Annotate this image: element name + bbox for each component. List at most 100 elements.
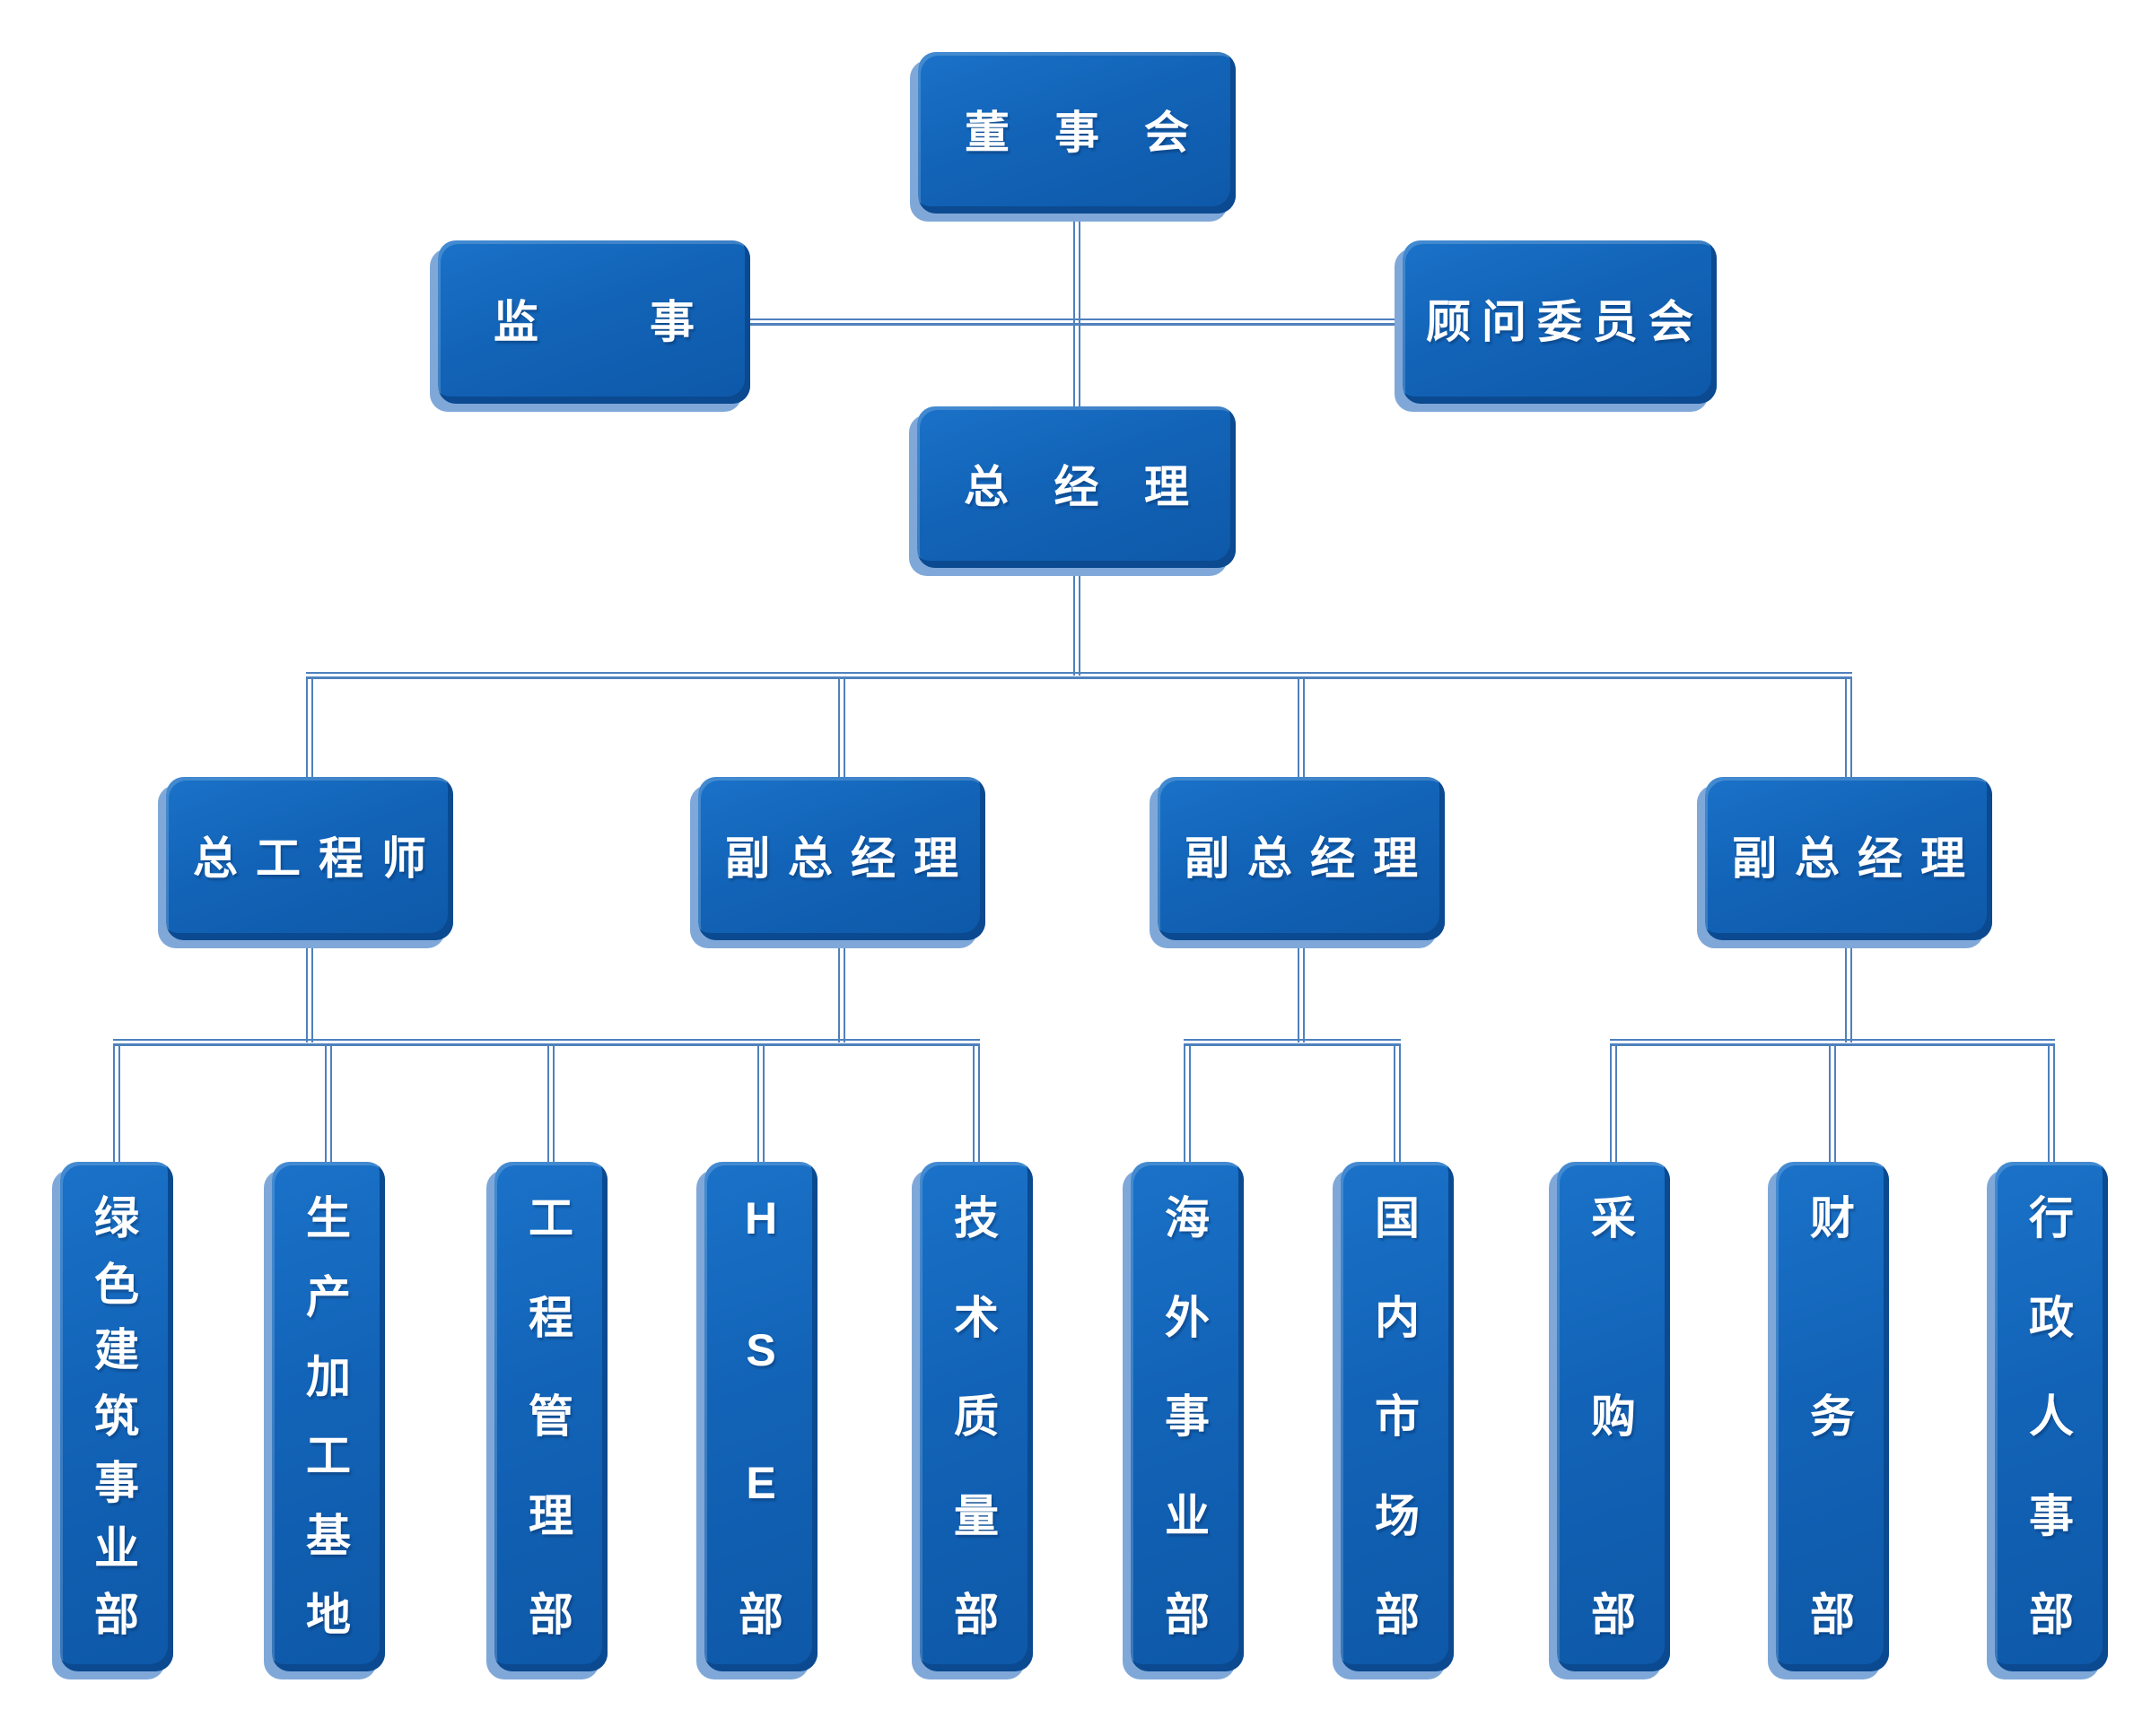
node-char: 地 — [306, 1589, 351, 1640]
drop-dept-green-building — [113, 1046, 120, 1162]
node-char: 管 — [529, 1391, 573, 1442]
node-char: 程 — [319, 833, 363, 884]
node-char: 总 — [788, 833, 833, 884]
node-dept-production-base: 生产加工基地 — [272, 1162, 385, 1671]
node-char: 副 — [1185, 833, 1229, 884]
node-char: 事 — [650, 297, 695, 347]
drop-dept-admin-hr — [2048, 1046, 2055, 1162]
node-char: 事 — [2029, 1490, 2074, 1541]
drop-deputy-gm-1 — [838, 679, 845, 777]
node-char: 总 — [1247, 833, 1292, 884]
node-char: 海 — [1165, 1193, 1210, 1243]
node-char: 采 — [1591, 1193, 1636, 1243]
drop-dept-tech-quality — [973, 1046, 980, 1162]
node-char: 事 — [94, 1457, 139, 1508]
right-dept-bus — [1610, 1039, 2055, 1046]
node-char: 监 — [494, 297, 538, 347]
left-dept-bus — [113, 1039, 980, 1046]
node-char: 理 — [1373, 833, 1418, 884]
node-char: 务 — [1810, 1391, 1855, 1442]
node-char: 总 — [193, 833, 238, 884]
node-char: 内 — [1375, 1292, 1420, 1343]
exec-bus — [306, 672, 1852, 679]
node-char: 部 — [954, 1590, 999, 1640]
node-char: 员 — [1593, 297, 1638, 347]
connector-gm-to-exec-bus — [1073, 568, 1080, 676]
node-char: 购 — [1591, 1391, 1636, 1442]
node-char: 委 — [1537, 297, 1582, 347]
node-char: 业 — [94, 1523, 139, 1575]
node-char: 业 — [1165, 1490, 1210, 1541]
node-char: 行 — [2029, 1193, 2074, 1243]
node-char: 总 — [1795, 833, 1840, 884]
node-chief-engineer: 总工程师 — [166, 777, 453, 940]
node-char: 部 — [1165, 1590, 1210, 1640]
node-char: H — [744, 1193, 778, 1243]
node-char: 政 — [2029, 1292, 2074, 1343]
node-char: 董 — [965, 108, 1010, 158]
node-char: 会 — [1144, 108, 1189, 158]
node-char: 人 — [2029, 1391, 2074, 1442]
drop-dept-production-base — [325, 1046, 332, 1162]
node-char: 质 — [954, 1391, 999, 1442]
node-char: 经 — [1858, 833, 1902, 884]
drop-deputy-gm-3 — [1845, 679, 1852, 777]
node-char: 财 — [1810, 1193, 1855, 1243]
drop-chief-engineer — [306, 679, 313, 777]
node-char: 部 — [1810, 1590, 1855, 1640]
node-char: 国 — [1375, 1193, 1420, 1243]
node-dept-overseas: 海外事业部 — [1131, 1162, 1244, 1671]
node-char: 事 — [1165, 1391, 1210, 1442]
connector-chief-engineer-to-bus — [306, 940, 313, 1042]
connector-deputy-gm-2-to-bus — [1298, 940, 1305, 1042]
node-char: 加 — [306, 1351, 351, 1402]
node-char: 理 — [1144, 462, 1189, 512]
node-char: 理 — [914, 833, 958, 884]
node-char: 会 — [1648, 297, 1693, 347]
node-char: 绿 — [94, 1193, 139, 1243]
drop-dept-domestic-market — [1394, 1046, 1401, 1162]
node-deputy-gm-1: 副总经理 — [698, 777, 985, 940]
drop-dept-hse — [757, 1046, 765, 1162]
node-char: 理 — [529, 1490, 573, 1541]
node-char: 场 — [1375, 1490, 1420, 1541]
node-general-manager: 总经理 — [917, 406, 1236, 568]
node-char: 量 — [954, 1490, 999, 1541]
node-char: 程 — [529, 1292, 573, 1343]
node-char: 经 — [851, 833, 896, 884]
drop-dept-procurement — [1610, 1046, 1617, 1162]
node-deputy-gm-3: 副总经理 — [1705, 777, 1992, 940]
drop-dept-finance — [1829, 1046, 1836, 1162]
node-char: 部 — [1591, 1590, 1636, 1640]
node-board: 董事会 — [918, 52, 1236, 214]
connector-supervisor-to-advisory — [750, 318, 1403, 326]
node-char: 产 — [306, 1272, 351, 1323]
node-char: 经 — [1054, 462, 1099, 512]
node-char: 师 — [381, 833, 426, 884]
node-dept-green-building: 绿色建筑事业部 — [60, 1162, 173, 1671]
node-char: 部 — [739, 1589, 783, 1640]
node-char: 副 — [725, 833, 770, 884]
connector-board-to-gm — [1073, 212, 1080, 408]
node-dept-tech-quality: 技术质量部 — [920, 1162, 1033, 1671]
node-char: 理 — [1920, 833, 1965, 884]
node-char: 经 — [1310, 833, 1355, 884]
node-char: 工 — [529, 1193, 573, 1243]
node-char: 生 — [306, 1193, 351, 1243]
node-char: 副 — [1732, 833, 1777, 884]
node-advisory-committee: 顾问委员会 — [1403, 240, 1717, 404]
node-dept-admin-hr: 行政人事部 — [1995, 1162, 2108, 1671]
node-char: 顾 — [1426, 297, 1471, 347]
drop-deputy-gm-2 — [1298, 679, 1305, 777]
node-char: S — [746, 1325, 776, 1376]
drop-dept-overseas — [1184, 1046, 1191, 1162]
node-deputy-gm-2: 副总经理 — [1158, 777, 1445, 940]
drop-dept-engineering-mgmt — [547, 1046, 555, 1162]
node-supervisor: 监事 — [438, 240, 750, 404]
node-char: 基 — [306, 1510, 351, 1561]
node-dept-engineering-mgmt: 工程管理部 — [494, 1162, 608, 1671]
node-char: 问 — [1482, 297, 1526, 347]
node-dept-domestic-market: 国内市场部 — [1341, 1162, 1454, 1671]
node-char: 技 — [954, 1193, 999, 1243]
node-char: 建 — [94, 1325, 139, 1376]
